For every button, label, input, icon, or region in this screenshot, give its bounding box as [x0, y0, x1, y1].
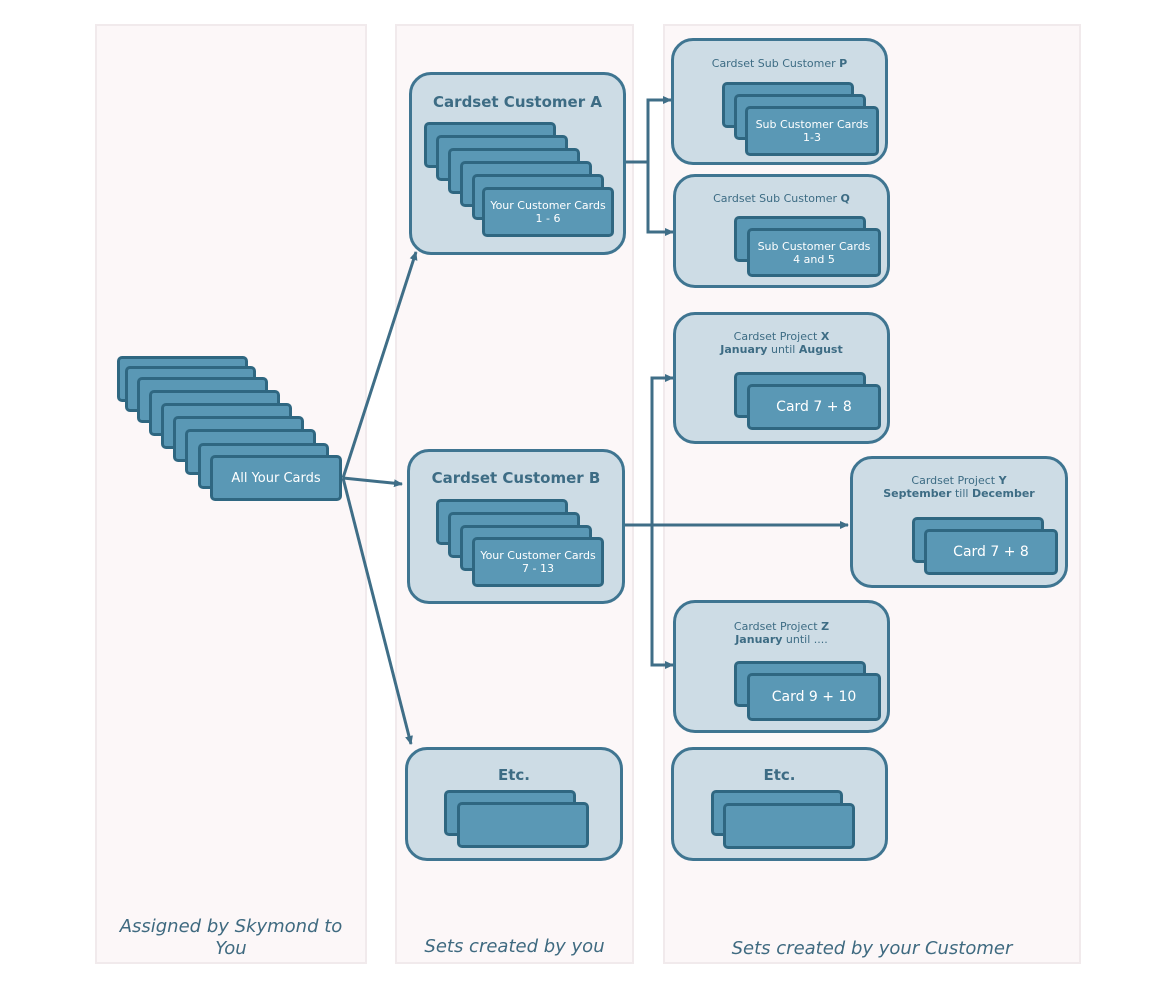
title-prefix: Cardset Project — [911, 474, 999, 487]
cardset-title: Etc. — [763, 766, 796, 784]
period-start: January — [720, 343, 768, 356]
title-prefix: Cardset Project — [733, 620, 822, 633]
arrow-to-etc — [341, 477, 413, 745]
cardset-title: Cardset Project X January until August — [676, 330, 887, 356]
card-label: Card 9 + 10 — [771, 688, 857, 705]
column-label-customer: Sets created by your Customer — [731, 938, 1013, 959]
cardset-title: Etc. — [497, 766, 530, 784]
arrow-to-sub-q — [624, 160, 674, 236]
all-cards-label: All Your Cards — [231, 470, 321, 486]
title-letter: P — [839, 57, 848, 70]
card — [723, 803, 855, 849]
title-prefix: Cardset Sub Customer — [711, 57, 840, 70]
title-prefix: Cardset Project — [733, 330, 821, 343]
period-connector: till — [951, 487, 972, 500]
arrow-to-sub-p — [624, 96, 672, 164]
card-label: Your Customer Cards 1 - 6 — [490, 199, 606, 225]
cardset-title: Cardset Project Y September till December — [853, 474, 1065, 500]
arrow-to-project-z — [624, 523, 674, 669]
cardset-sub-customer-p: Cardset Sub Customer P Sub Customer Card… — [671, 38, 888, 165]
cardset-customer-a: Cardset Customer A Your Customer Cards 1… — [409, 72, 626, 255]
cardset-etc-customer: Etc. — [671, 747, 888, 861]
column-label-yours: Sets created by you — [424, 936, 605, 957]
card-label: Card 7 + 8 — [776, 398, 852, 415]
arrow-to-customer-a — [341, 251, 418, 479]
cardset-title: Cardset Sub Customer P — [674, 57, 885, 70]
cardset-title: Cardset Sub Customer Q — [676, 192, 887, 205]
cardset-sub-customer-q: Cardset Sub Customer Q Sub Customer Card… — [673, 174, 890, 288]
arrow-to-customer-b — [342, 476, 403, 488]
cardset-customer-b: Cardset Customer B Your Customer Cards 7… — [407, 449, 625, 604]
card-label: Sub Customer Cards 1-3 — [755, 118, 869, 144]
project-y-top-card: Card 7 + 8 — [924, 529, 1058, 575]
title-letter: Z — [821, 620, 830, 633]
cardset-title: Cardset Project Z January until .... — [676, 620, 887, 646]
cardset-title: Cardset Customer B — [431, 469, 601, 487]
card-label: Your Customer Cards 7 - 13 — [480, 549, 596, 575]
title-letter: Q — [840, 192, 850, 205]
project-x-top-card: Card 7 + 8 — [747, 384, 881, 430]
sub-q-top-card: Sub Customer Cards 4 and 5 — [747, 228, 881, 277]
title-prefix: Cardset Sub Customer — [713, 192, 841, 205]
sub-p-top-card: Sub Customer Cards 1-3 — [745, 106, 879, 156]
all-cards-top-card: All Your Cards — [210, 455, 342, 501]
period-end: December — [971, 487, 1035, 500]
cardset-project-y: Cardset Project Y September till December… — [850, 456, 1068, 588]
period-end: August — [798, 343, 843, 356]
cardset-project-z: Cardset Project Z January until .... Card… — [673, 600, 890, 733]
customer-a-top-card: Your Customer Cards 1 - 6 — [482, 187, 614, 237]
title-letter: X — [820, 330, 830, 343]
cardset-etc-yours: Etc. — [405, 747, 623, 861]
cardset-title: Cardset Customer A — [433, 93, 602, 111]
arrow-to-project-x — [624, 374, 674, 527]
card-label: Card 7 + 8 — [953, 543, 1029, 560]
period-connector: until .... — [782, 633, 828, 646]
period-connector: until — [767, 343, 799, 356]
cardset-project-x: Cardset Project X January until August Ca… — [673, 312, 890, 444]
period-start: September — [883, 487, 952, 500]
card — [457, 802, 589, 848]
card-label: Sub Customer Cards 4 and 5 — [757, 239, 871, 266]
column-label-assigned: Assigned by Skymond to You — [119, 916, 343, 959]
period-start: January — [735, 633, 783, 646]
title-letter: Y — [998, 474, 1007, 487]
project-z-top-card: Card 9 + 10 — [747, 673, 881, 721]
customer-b-top-card: Your Customer Cards 7 - 13 — [472, 537, 604, 587]
